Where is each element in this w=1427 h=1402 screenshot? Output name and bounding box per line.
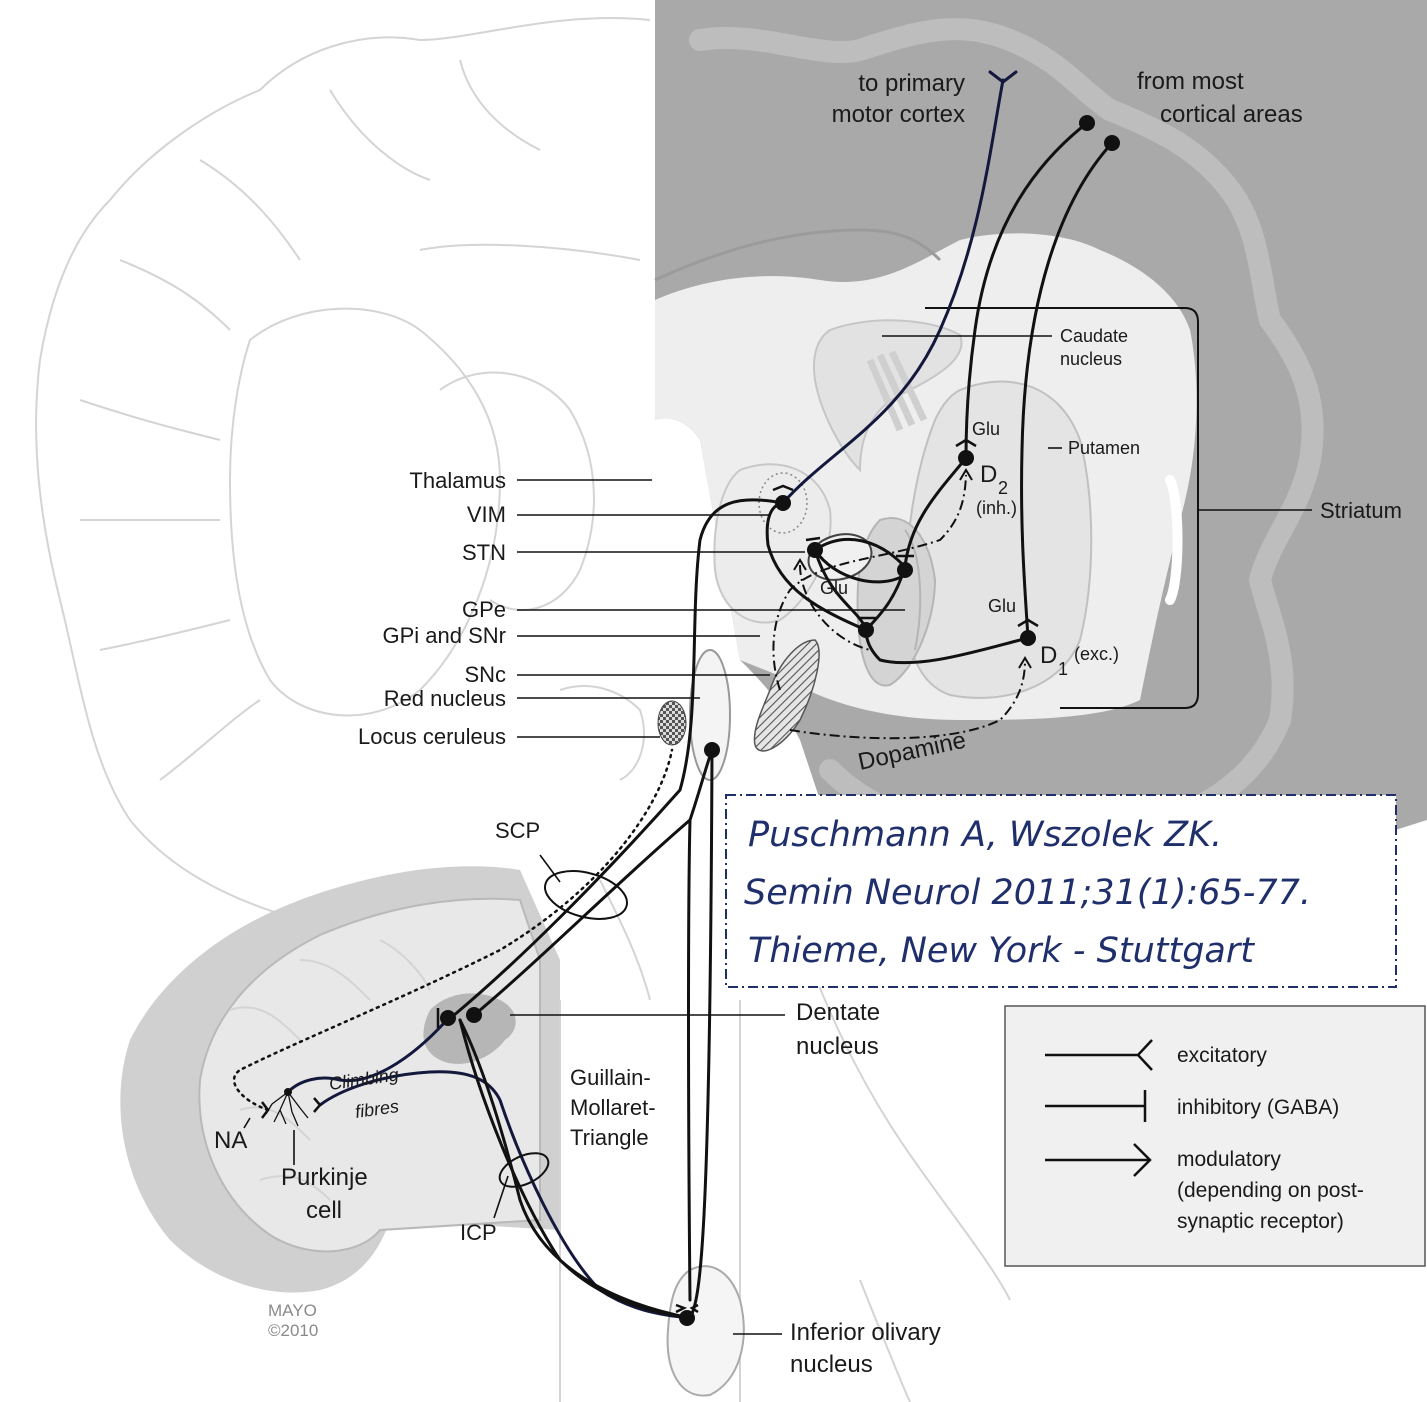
mayo-year: ©2010 <box>268 1321 318 1340</box>
label-d2: D <box>980 461 997 488</box>
citation-line-1: Puschmann A, Wszolek ZK. <box>748 815 1222 855</box>
label-guillain: Guillain- <box>570 1065 651 1090</box>
label-locus-ceruleus: Locus ceruleus <box>358 724 506 749</box>
legend: excitatory inhibitory (GABA) modulatory … <box>1005 1006 1425 1266</box>
legend-modulatory-3: synaptic receptor) <box>1177 1210 1344 1233</box>
label-group-left: Thalamus VIM STN GPe GPi and SNr SNc Red… <box>358 468 506 749</box>
label-glu-mid: Glu <box>988 596 1016 616</box>
label-to-primary: to primary <box>858 70 965 97</box>
label-na: NA <box>214 1127 247 1154</box>
label-red-nucleus: Red nucleus <box>384 686 506 711</box>
label-d1-sub: 1 <box>1058 659 1068 679</box>
label-from-most: from most <box>1137 68 1244 95</box>
brain-outline-left <box>36 18 650 1000</box>
label-purkinje-cell: cell <box>306 1197 342 1224</box>
label-inh: (inh.) <box>976 498 1017 518</box>
label-d2-sub: 2 <box>998 478 1008 498</box>
label-glu-stn: Glu <box>820 578 848 598</box>
label-d1: D <box>1040 642 1057 669</box>
mayo-mark: MAYO <box>268 1301 317 1320</box>
label-olivary-nucleus: nucleus <box>790 1351 873 1378</box>
label-thalamus: Thalamus <box>409 468 506 493</box>
legend-inhibitory: inhibitory (GABA) <box>1177 1096 1339 1119</box>
label-purkinje: Purkinje <box>281 1164 368 1191</box>
label-triangle: Triangle <box>570 1125 649 1150</box>
locus-ceruleus-region <box>658 701 686 745</box>
label-inferior-olivary: Inferior olivary <box>790 1319 941 1346</box>
label-putamen: Putamen <box>1068 438 1140 458</box>
label-exc: (exc.) <box>1074 644 1119 664</box>
citation-line-2: Semin Neurol 2011;31(1):65-77. <box>744 873 1311 913</box>
label-caudate: Caudate <box>1060 326 1128 346</box>
citation-box: Puschmann A, Wszolek ZK. Semin Neurol 20… <box>726 795 1396 987</box>
label-gpe: GPe <box>462 597 506 622</box>
label-striatum: Striatum <box>1320 498 1402 523</box>
label-caudate-nucleus: nucleus <box>1060 349 1122 369</box>
brainstem-outline <box>560 930 1010 1402</box>
label-vim: VIM <box>467 502 506 527</box>
legend-modulatory: modulatory <box>1177 1148 1281 1171</box>
label-cortical-areas: cortical areas <box>1160 101 1303 128</box>
legend-modulatory-2: (depending on post- <box>1177 1179 1364 1202</box>
legend-excitatory: excitatory <box>1177 1044 1267 1067</box>
label-motor-cortex: motor cortex <box>832 101 965 128</box>
label-snc: SNc <box>464 662 506 687</box>
label-glu-top: Glu <box>972 419 1000 439</box>
label-dentate-nucleus: nucleus <box>796 1033 879 1060</box>
label-dentate: Dentate <box>796 999 880 1026</box>
label-icp: ICP <box>460 1220 497 1245</box>
citation-line-3: Thieme, New York - Stuttgart <box>748 931 1255 971</box>
label-scp: SCP <box>495 818 540 843</box>
label-stn: STN <box>462 540 506 565</box>
label-gpi-snr: GPi and SNr <box>383 623 507 648</box>
label-mollaret: Mollaret- <box>570 1095 656 1120</box>
